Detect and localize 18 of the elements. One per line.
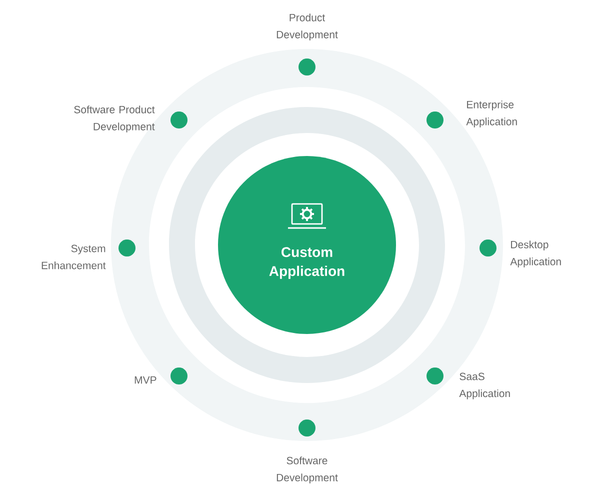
dot <box>170 112 188 128</box>
dot <box>298 58 316 76</box>
dot-label: Enterprise Application <box>466 100 517 128</box>
dot-label: MVP <box>134 376 156 384</box>
dot <box>298 419 316 436</box>
dot <box>480 240 496 256</box>
center-label: Custom Application <box>269 247 344 279</box>
dot-label: System Enhancement <box>42 244 106 270</box>
dot <box>426 368 444 384</box>
dot <box>426 112 444 128</box>
center-circle <box>218 156 396 334</box>
dot-label: Desktop Application <box>510 240 561 268</box>
dot-label: Software Product Development <box>74 106 155 132</box>
dot <box>170 368 188 384</box>
dot <box>118 240 136 256</box>
dot-label: Product Development <box>276 14 338 40</box>
dot-label: SaaS Application <box>459 372 510 400</box>
dot-label: Software Development <box>276 456 338 484</box>
